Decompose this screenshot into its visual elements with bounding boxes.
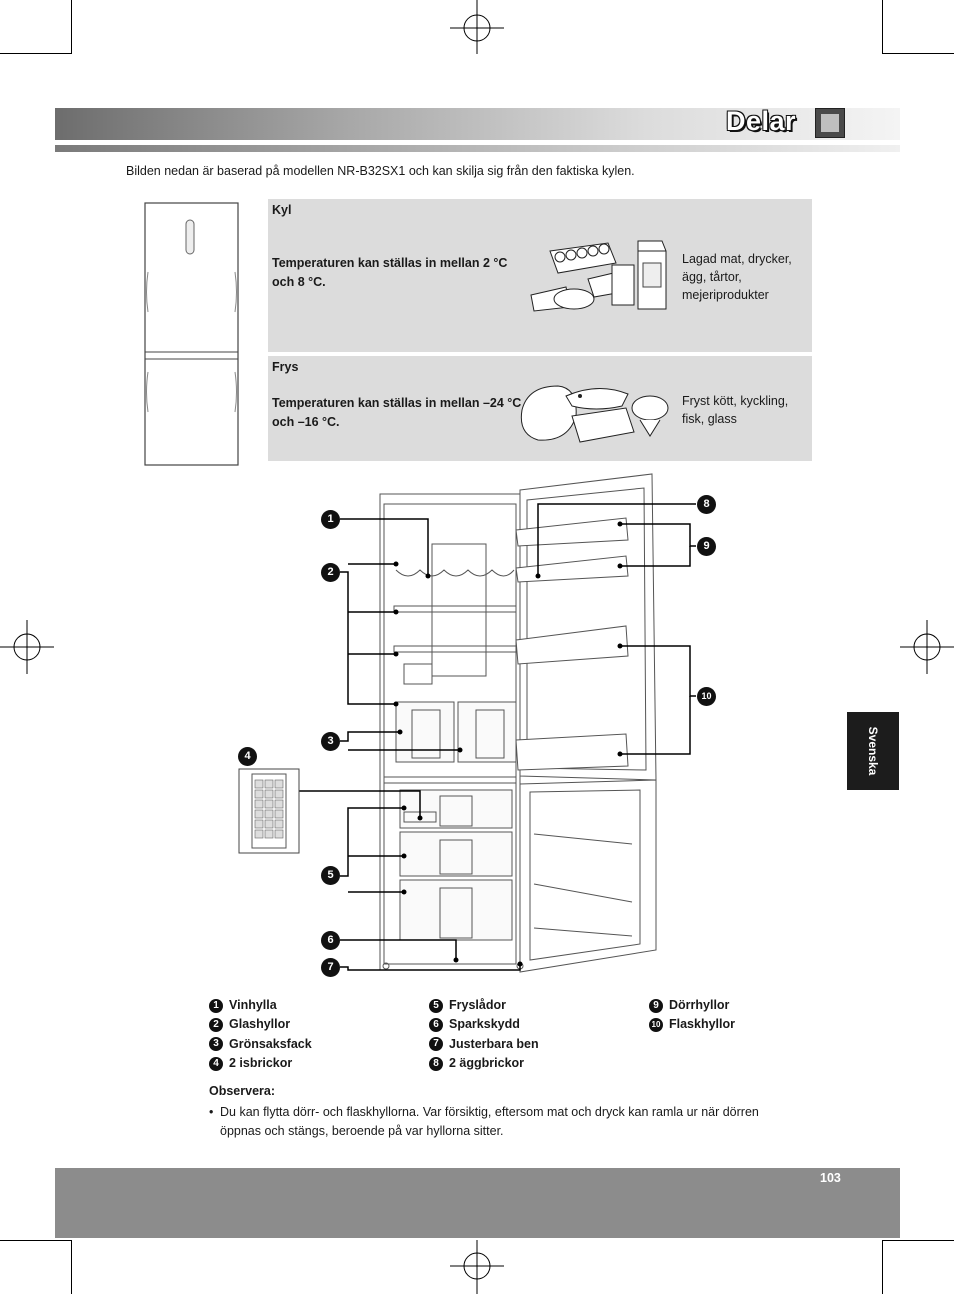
registration-mark-icon	[0, 620, 54, 674]
page-number: 103	[820, 1171, 841, 1185]
frys-title: Frys	[272, 360, 299, 374]
ice-tray-illustration	[238, 768, 300, 854]
registration-mark-icon	[450, 0, 504, 54]
crop-mark	[0, 1240, 72, 1241]
frys-temperature: Temperaturen kan ställas in mellan –24 °…	[272, 396, 522, 429]
registration-mark-icon	[900, 620, 954, 674]
title-square-icon	[815, 108, 845, 138]
note-text: • Du kan flytta dörr- och flaskhyllorna.…	[209, 1103, 789, 1141]
callout-7: 7	[321, 958, 340, 977]
frozen-food-illustration	[520, 385, 669, 443]
crop-mark	[882, 1240, 883, 1294]
fridge-exterior-illustration	[144, 202, 239, 466]
groceries-illustration	[530, 240, 667, 312]
registration-mark-icon	[450, 1240, 504, 1294]
crop-mark	[882, 1240, 954, 1241]
callout-9: 9	[697, 537, 716, 556]
crop-mark	[71, 1240, 72, 1294]
kyl-temperature: Temperaturen kan ställas in mellan 2 °C …	[272, 256, 508, 289]
callout-5: 5	[321, 866, 340, 885]
language-tab: Svenska	[847, 712, 899, 790]
footer-bar	[55, 1168, 900, 1238]
kyl-panel: Kyl Temperaturen kan ställas in mellan 2…	[268, 199, 812, 352]
intro-text: Bilden nedan är baserad på modellen NR-B…	[126, 164, 635, 178]
note-body: Du kan flytta dörr- och flaskhyllorna. V…	[220, 1105, 759, 1138]
frys-panel: Frys Temperaturen kan ställas in mellan …	[268, 356, 812, 461]
kyl-description: Lagad mat, drycker, ägg, tårtor, mejerip…	[682, 252, 792, 302]
callout-2: 2	[321, 563, 340, 582]
crop-mark	[882, 0, 883, 54]
kyl-title: Kyl	[272, 203, 292, 217]
note-bullet: •	[209, 1105, 214, 1119]
callout-4: 4	[238, 747, 257, 766]
callout-1: 1	[321, 510, 340, 529]
crop-mark	[0, 53, 72, 54]
callout-3: 3	[321, 732, 340, 751]
note-title: Observera:	[209, 1084, 276, 1098]
fridge-parts-diagram	[294, 473, 696, 973]
header-underline	[55, 145, 900, 152]
page-title: Delar	[726, 106, 797, 136]
header-bar	[55, 108, 900, 140]
callout-6: 6	[321, 931, 340, 950]
callout-8: 8	[697, 495, 716, 514]
crop-mark	[71, 0, 72, 54]
callout-10: 10	[697, 687, 716, 706]
frys-description: Fryst kött, kyckling, fisk, glass	[682, 394, 789, 426]
crop-mark	[882, 53, 954, 54]
